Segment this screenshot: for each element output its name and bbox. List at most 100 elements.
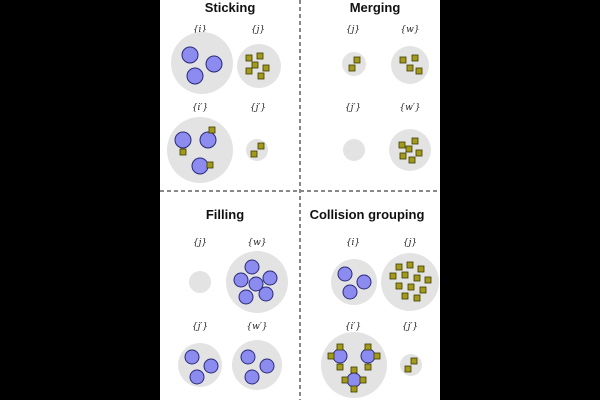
sticking-panel: Sticking {i} {j} {i′} {j′} <box>167 0 281 183</box>
merging-title: Merging <box>350 0 401 15</box>
ball <box>259 358 275 374</box>
sticking-label-i: {i} <box>193 25 207 35</box>
diagram-panel: Sticking {i} {j} {i′} {j′} Merging {j <box>160 0 440 400</box>
square-particle <box>411 137 419 145</box>
ball <box>184 349 200 365</box>
ball <box>186 67 204 85</box>
square-particle <box>399 152 407 160</box>
square-particle <box>327 352 335 360</box>
cluster-j <box>342 52 366 76</box>
square-particle <box>350 385 358 393</box>
square-particle <box>389 272 397 280</box>
cluster-j-prime <box>343 139 365 161</box>
ball <box>332 348 348 364</box>
square-particle <box>410 357 418 365</box>
square-particle <box>395 282 403 290</box>
merging-panel: Merging {j} {w} {j′} {w′} <box>342 0 431 171</box>
ball <box>248 276 264 292</box>
square-particle <box>411 54 419 62</box>
ball <box>258 286 274 302</box>
filling-panel: Filling {j} {w} {j′} {w′} <box>178 207 288 390</box>
merging-label-j: {j} <box>346 25 360 35</box>
collision-label-i: {i} <box>346 238 360 248</box>
ball <box>337 266 353 282</box>
ball <box>191 157 209 175</box>
ball <box>203 358 219 374</box>
square-particle <box>415 67 423 75</box>
cluster-i <box>171 32 233 94</box>
collision-label-j: {j} <box>403 238 417 248</box>
ball <box>181 46 199 64</box>
sticking-label-i-prime: {i′} <box>192 103 208 113</box>
filling-label-j-prime: {j′} <box>192 322 208 332</box>
square-particle <box>406 261 414 269</box>
cluster-j <box>189 271 211 293</box>
square-particle <box>359 376 367 384</box>
square-particle <box>398 141 406 149</box>
ball <box>174 131 192 149</box>
ball <box>199 131 217 149</box>
square-particle <box>245 54 253 62</box>
square-particle <box>417 265 425 273</box>
square-particle <box>404 365 412 373</box>
square-particle <box>250 150 258 158</box>
square-particle <box>336 343 344 351</box>
ball <box>244 369 260 385</box>
merging-label-j-prime: {j′} <box>345 103 361 113</box>
cluster-j-prime <box>400 354 422 376</box>
cluster-j <box>237 44 281 88</box>
diagram-svg: Sticking {i} {j} {i′} {j′} Merging {j <box>160 0 440 400</box>
square-particle <box>262 64 270 72</box>
square-particle <box>336 363 344 371</box>
square-particle <box>251 61 259 69</box>
square-particle <box>419 286 427 294</box>
square-particle <box>395 263 403 271</box>
square-particle <box>399 56 407 64</box>
cluster-j <box>381 253 439 311</box>
collision-grouping-panel: Collision grouping {i} {j} {i′} {j′} <box>310 207 439 398</box>
square-particle <box>413 274 421 282</box>
sticking-label-j: {j} <box>251 25 265 35</box>
square-particle <box>408 156 416 164</box>
ball <box>356 274 372 290</box>
ball <box>233 272 249 288</box>
collision-label-i-prime: {i′} <box>345 322 361 332</box>
square-particle <box>256 52 264 60</box>
square-particle <box>415 149 423 157</box>
square-particle <box>179 148 187 156</box>
cluster-j-prime <box>246 139 268 161</box>
square-particle <box>413 294 421 302</box>
square-particle <box>401 292 409 300</box>
square-particle <box>208 126 216 134</box>
square-particle <box>257 72 265 80</box>
ball <box>346 372 362 388</box>
square-particle <box>257 142 265 150</box>
square-particle <box>206 161 214 169</box>
ball <box>342 284 358 300</box>
sticking-title: Sticking <box>205 0 256 15</box>
square-particle <box>341 376 349 384</box>
filling-label-w: {w} <box>247 238 266 248</box>
square-particle <box>364 363 372 371</box>
filling-label-j: {j} <box>193 238 207 248</box>
ball <box>205 55 223 73</box>
ball <box>189 369 205 385</box>
square-particle <box>245 67 253 75</box>
square-particle <box>424 276 432 284</box>
square-particle <box>407 283 415 291</box>
square-particle <box>350 366 358 374</box>
filling-label-w-prime: {w′} <box>246 322 267 332</box>
collision-grouping-title: Collision grouping <box>310 207 425 222</box>
square-particle <box>353 56 361 64</box>
square-particle <box>364 343 372 351</box>
ball <box>244 259 260 275</box>
square-particle <box>348 64 356 72</box>
sticking-label-j-prime: {j′} <box>250 103 266 113</box>
ball <box>262 270 278 286</box>
square-particle <box>373 352 381 360</box>
collision-label-j-prime: {j′} <box>402 322 418 332</box>
square-particle <box>401 271 409 279</box>
merging-label-w: {w} <box>400 25 419 35</box>
filling-title: Filling <box>206 207 244 222</box>
ball <box>360 348 376 364</box>
